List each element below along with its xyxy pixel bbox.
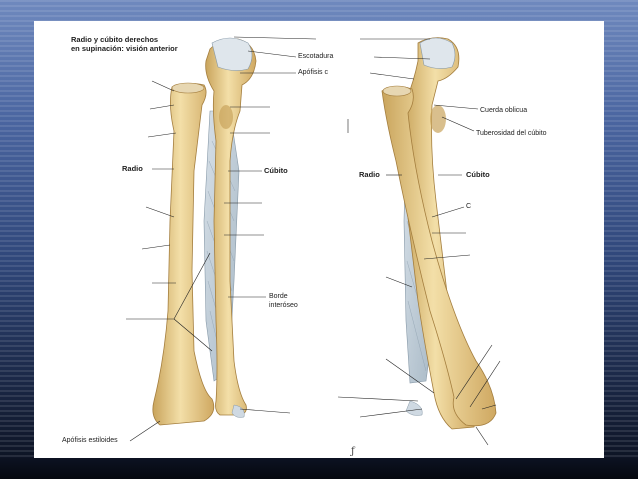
- label-radio-right: Radio: [359, 170, 380, 179]
- label-cubito-left: Cúbito: [264, 166, 288, 175]
- radius-left: [152, 83, 215, 426]
- title-line-2: en supinación: visión anterior: [71, 44, 178, 53]
- radius-right: [381, 86, 497, 427]
- right-figure-bones: [381, 37, 497, 430]
- label-borde-interoseo: Borde interóseo: [269, 293, 298, 309]
- label-cubito-right: Cúbito: [466, 170, 490, 179]
- label-escotadura: Escotadura: [298, 53, 334, 60]
- label-cuerda-oblicua: Cuerda oblicua: [480, 107, 528, 114]
- leader-lines-right: [337, 38, 501, 446]
- slide-canvas: Radio y cúbito derechos en supinación: v…: [34, 21, 604, 458]
- anatomy-illustration: [126, 36, 501, 446]
- label-apofisis-estiloides: Apófisis estiloides: [62, 437, 118, 444]
- slide-title: Radio y cúbito derechos en supinación: v…: [71, 35, 178, 53]
- label-apofisis-c: Apófisis c: [298, 69, 328, 76]
- bottom-bar: [0, 458, 638, 479]
- page-mark: ƒ: [351, 446, 355, 457]
- label-radio-left: Radio: [122, 164, 143, 173]
- label-borde-line2: interóseo: [269, 302, 298, 309]
- label-borde-line1: Borde: [269, 293, 288, 300]
- ulna-left: [205, 38, 257, 416]
- leader-lines-left: [126, 36, 317, 442]
- title-line-1: Radio y cúbito derechos: [71, 35, 159, 44]
- label-tuberosidad: Tuberosidad del cúbito: [476, 130, 547, 137]
- left-figure-bones: [152, 37, 257, 426]
- label-c: C: [466, 203, 472, 210]
